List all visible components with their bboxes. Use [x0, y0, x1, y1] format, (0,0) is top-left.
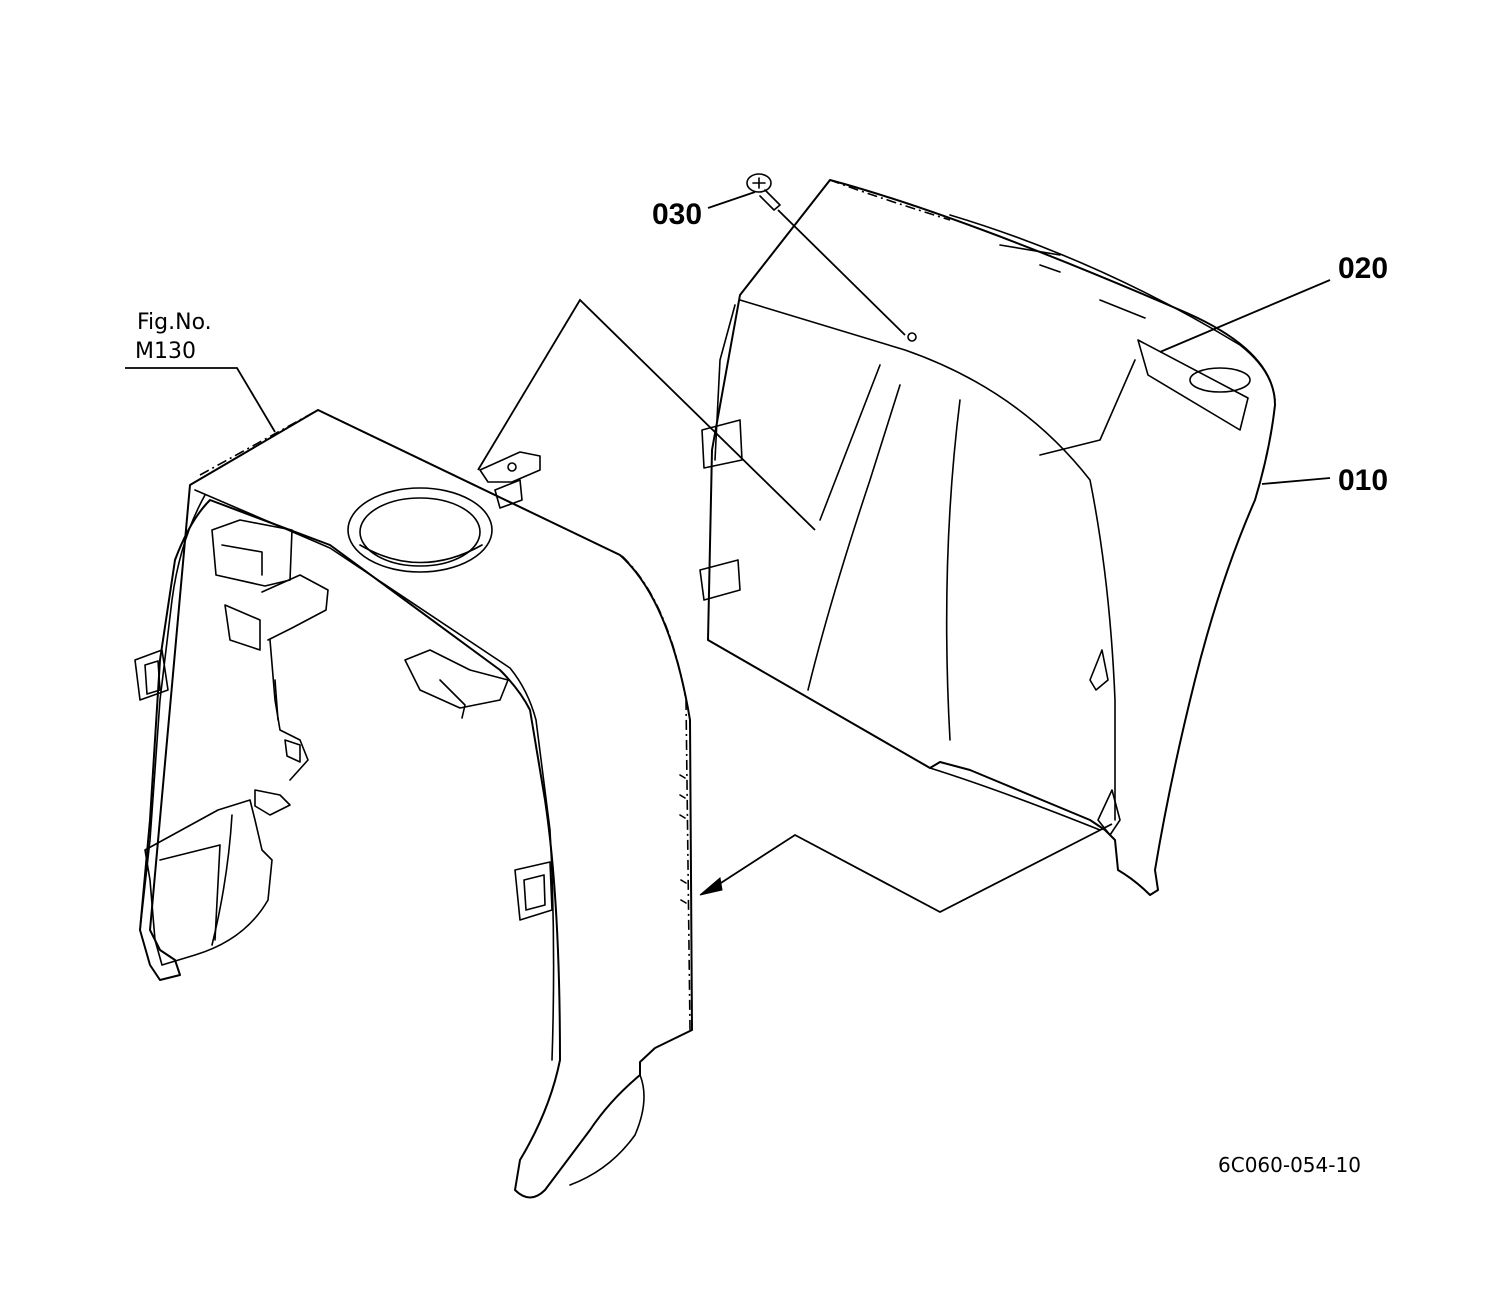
callout-leaders: [125, 191, 1331, 485]
drawing-code: 6C060-054-10: [1218, 1153, 1361, 1177]
figure-number: M130: [135, 339, 196, 364]
front-cover-part: [134, 409, 693, 1199]
arrow-head: [699, 877, 723, 896]
screw-part: [746, 173, 781, 211]
callout-label-020: 020: [1338, 252, 1388, 285]
callout-label-010: 010: [1338, 464, 1388, 497]
callout-label-030: 030: [652, 198, 702, 231]
mounting-bracket: [479, 451, 541, 509]
assembly-lines: [477, 209, 1113, 914]
rear-cover-part: [699, 179, 1276, 896]
figure-label: Fig.No.: [137, 310, 212, 335]
